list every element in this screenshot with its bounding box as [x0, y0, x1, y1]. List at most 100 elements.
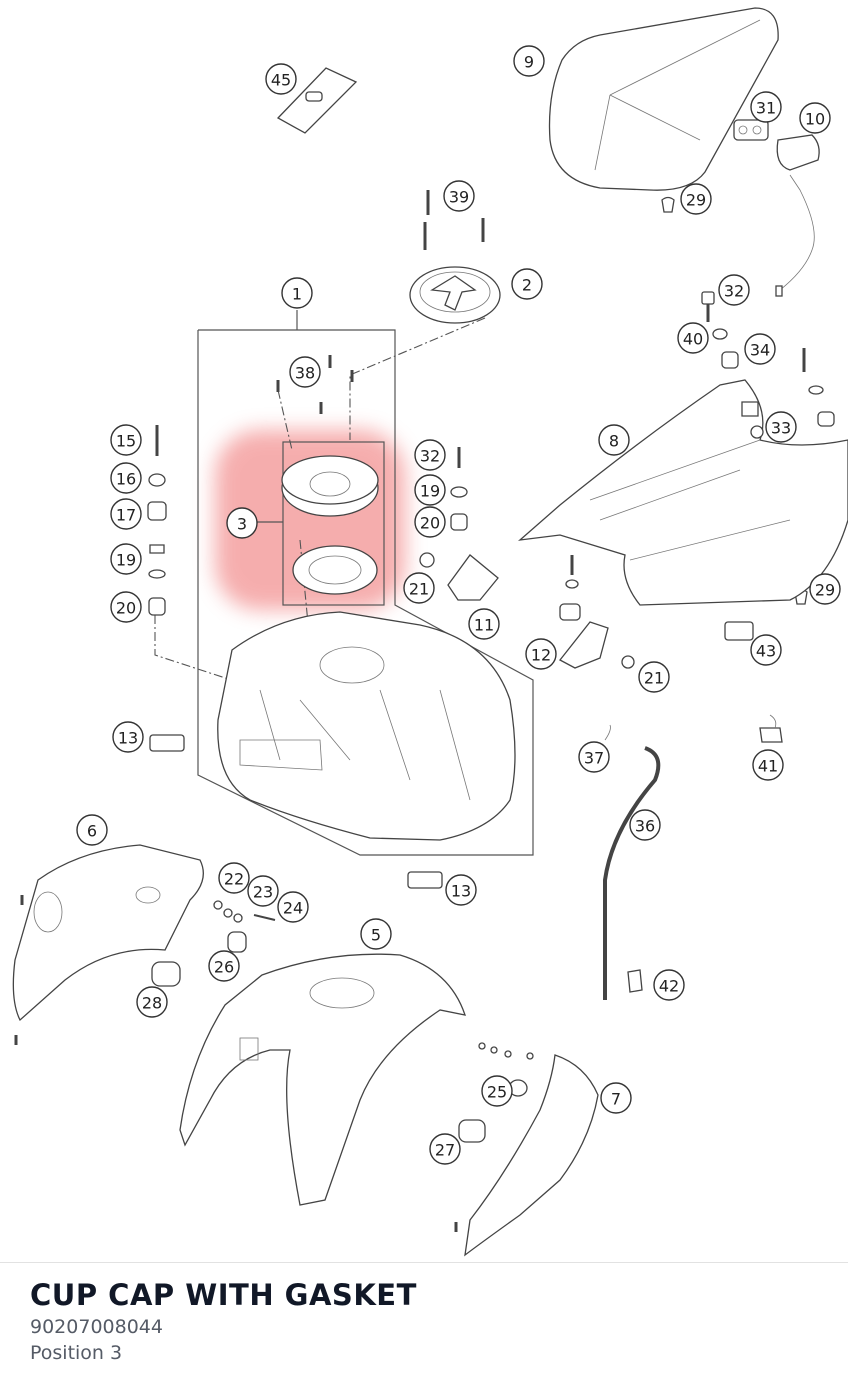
svg-text:32: 32 [420, 447, 440, 466]
rear-seat-part[interactable] [548, 7, 779, 191]
callout-34[interactable]: 34 [744, 333, 776, 365]
svg-text:42: 42 [659, 977, 679, 996]
relay-part[interactable] [724, 621, 754, 641]
svg-text:15: 15 [116, 432, 136, 451]
group-frame-3[interactable] [282, 441, 385, 606]
callout-32-middle[interactable]: 32 [414, 439, 446, 471]
svg-text:7: 7 [611, 1090, 621, 1109]
part-info-panel: CUP CAP WITH GASKET 90207008044 Position… [30, 1278, 417, 1364]
callout-19-left[interactable]: 19 [110, 543, 142, 575]
callout-38[interactable]: 38 [289, 356, 321, 388]
svg-text:40: 40 [683, 330, 703, 349]
svg-text:21: 21 [409, 580, 429, 599]
group-frame-1 [197, 329, 534, 856]
svg-text:32: 32 [724, 282, 744, 301]
callout-33[interactable]: 33 [765, 411, 797, 443]
callout-29-right[interactable]: 29 [809, 573, 841, 605]
callout-1[interactable]: 1 [281, 277, 313, 309]
callout-24[interactable]: 24 [277, 891, 309, 923]
svg-text:3: 3 [237, 515, 247, 534]
callout-2[interactable]: 2 [511, 268, 543, 300]
svg-text:17: 17 [116, 506, 136, 525]
callout-37[interactable]: 37 [578, 741, 610, 773]
callout-22[interactable]: 22 [218, 862, 250, 894]
callout-32-top[interactable]: 32 [718, 274, 750, 306]
callout-6[interactable]: 6 [76, 814, 108, 846]
part-title: CUP CAP WITH GASKET [30, 1278, 417, 1312]
callout-9[interactable]: 9 [513, 45, 545, 77]
callout-8[interactable]: 8 [598, 424, 630, 456]
svg-text:11: 11 [474, 616, 494, 635]
callout-11[interactable]: 11 [468, 608, 500, 640]
callout-15[interactable]: 15 [110, 424, 142, 456]
callout-20-left[interactable]: 20 [110, 591, 142, 623]
callout-3[interactable]: 3 [226, 507, 258, 539]
svg-text:37: 37 [584, 749, 604, 768]
callout-21-left[interactable]: 21 [403, 572, 435, 604]
cup-cap-with-gasket-part[interactable] [281, 455, 379, 595]
callout-40[interactable]: 40 [677, 322, 709, 354]
callout-17[interactable]: 17 [110, 498, 142, 530]
svg-text:20: 20 [116, 599, 136, 618]
bracket-part-11[interactable] [447, 554, 499, 601]
callout-13-left[interactable]: 13 [112, 721, 144, 753]
svg-text:8: 8 [609, 432, 619, 451]
callout-26[interactable]: 26 [208, 950, 240, 982]
svg-text:19: 19 [116, 551, 136, 570]
tank-cover-part[interactable] [179, 953, 466, 1206]
left-side-cover-part[interactable] [12, 844, 204, 1022]
callout-43[interactable]: 43 [750, 634, 782, 666]
callout-5[interactable]: 5 [360, 918, 392, 950]
callout-16[interactable]: 16 [110, 462, 142, 494]
svg-text:9: 9 [524, 53, 534, 72]
fuel-tank-part[interactable] [217, 611, 516, 841]
svg-text:28: 28 [142, 994, 162, 1013]
connector-part[interactable] [733, 119, 769, 141]
callout-42[interactable]: 42 [653, 969, 685, 1001]
callout-39[interactable]: 39 [443, 180, 475, 212]
svg-text:16: 16 [116, 470, 136, 489]
callout-45[interactable]: 45 [265, 63, 297, 95]
divider [0, 1262, 848, 1263]
svg-text:22: 22 [224, 870, 244, 889]
callout-13-right[interactable]: 13 [445, 874, 477, 906]
rubber-block-part[interactable] [149, 734, 185, 752]
rider-seat-part[interactable] [517, 379, 848, 606]
callout-23[interactable]: 23 [247, 875, 279, 907]
svg-text:10: 10 [805, 110, 825, 129]
svg-text:43: 43 [756, 642, 776, 661]
callout-21-right[interactable]: 21 [638, 661, 670, 693]
callout-7[interactable]: 7 [600, 1082, 632, 1114]
svg-text:36: 36 [635, 817, 655, 836]
vent-hose-part[interactable] [603, 746, 661, 1000]
part-position: Position 3 [30, 1342, 123, 1364]
svg-text:5: 5 [371, 926, 381, 945]
svg-text:21: 21 [644, 669, 664, 688]
callout-25[interactable]: 25 [481, 1075, 513, 1107]
callout-19-right[interactable]: 19 [414, 474, 446, 506]
callout-12[interactable]: 12 [525, 638, 557, 670]
callout-29-top[interactable]: 29 [680, 183, 712, 215]
svg-text:41: 41 [758, 757, 778, 776]
right-side-cover-part[interactable] [464, 1054, 599, 1257]
fuel-cap-part[interactable] [409, 266, 501, 324]
callout-28[interactable]: 28 [136, 986, 168, 1018]
exploded-parts-diagram: 1 2 3 5 6 7 8 9 10 11 12 13 13 15 16 17 … [12, 7, 848, 1257]
damper-part-27[interactable] [458, 1119, 486, 1143]
callout-20-right[interactable]: 20 [414, 506, 446, 538]
callout-41[interactable]: 41 [752, 749, 784, 781]
callout-31[interactable]: 31 [750, 91, 782, 123]
svg-text:24: 24 [283, 899, 303, 918]
key-fob-part[interactable] [276, 67, 358, 134]
svg-text:12: 12 [531, 646, 551, 665]
bracket-part-12[interactable] [559, 621, 609, 669]
svg-text:25: 25 [487, 1083, 507, 1102]
callout-36[interactable]: 36 [629, 809, 661, 841]
callout-27[interactable]: 27 [429, 1133, 461, 1165]
svg-text:23: 23 [253, 883, 273, 902]
svg-text:34: 34 [750, 341, 770, 360]
damper-part[interactable] [151, 961, 181, 987]
part-number: 90207008044 [30, 1316, 163, 1338]
callout-10[interactable]: 10 [799, 102, 831, 134]
switch-part[interactable] [775, 134, 820, 297]
